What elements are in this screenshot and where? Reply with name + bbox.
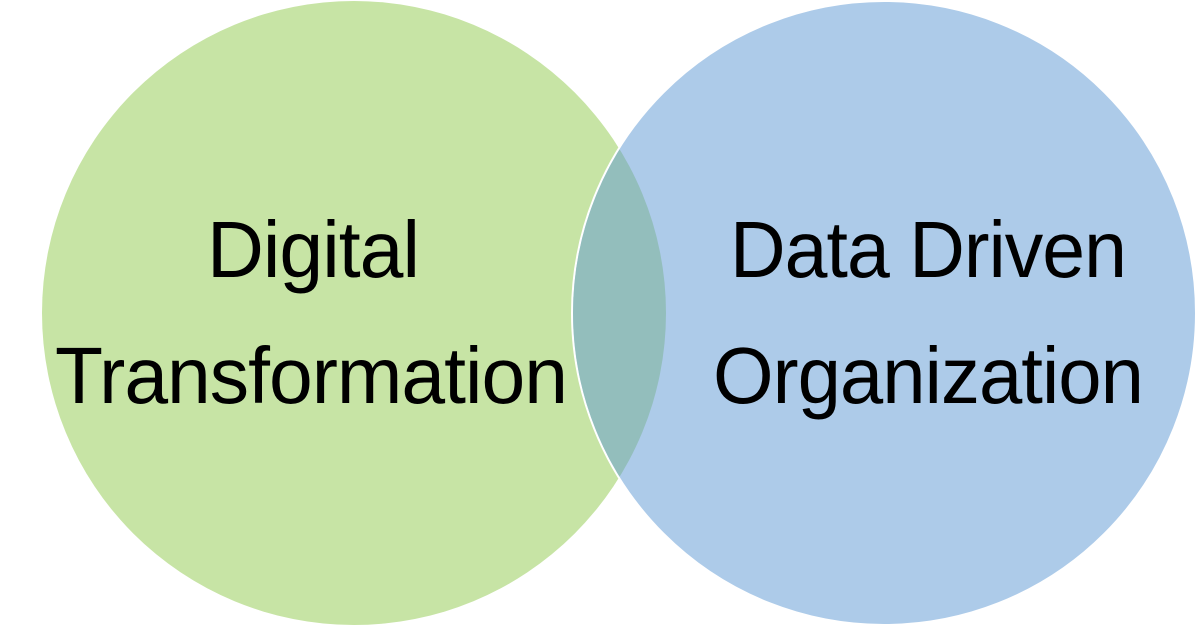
data-driven-organization-circle [571, 0, 1197, 626]
right-set-label-line-2: Organization [713, 331, 1143, 420]
left-set-label-line-2: Transformation [55, 331, 567, 420]
left-set-label-line-1: Digital [207, 205, 419, 294]
right-set-label-line-1: Data Driven [730, 205, 1126, 294]
digital-transformation-circle [42, 1, 666, 625]
